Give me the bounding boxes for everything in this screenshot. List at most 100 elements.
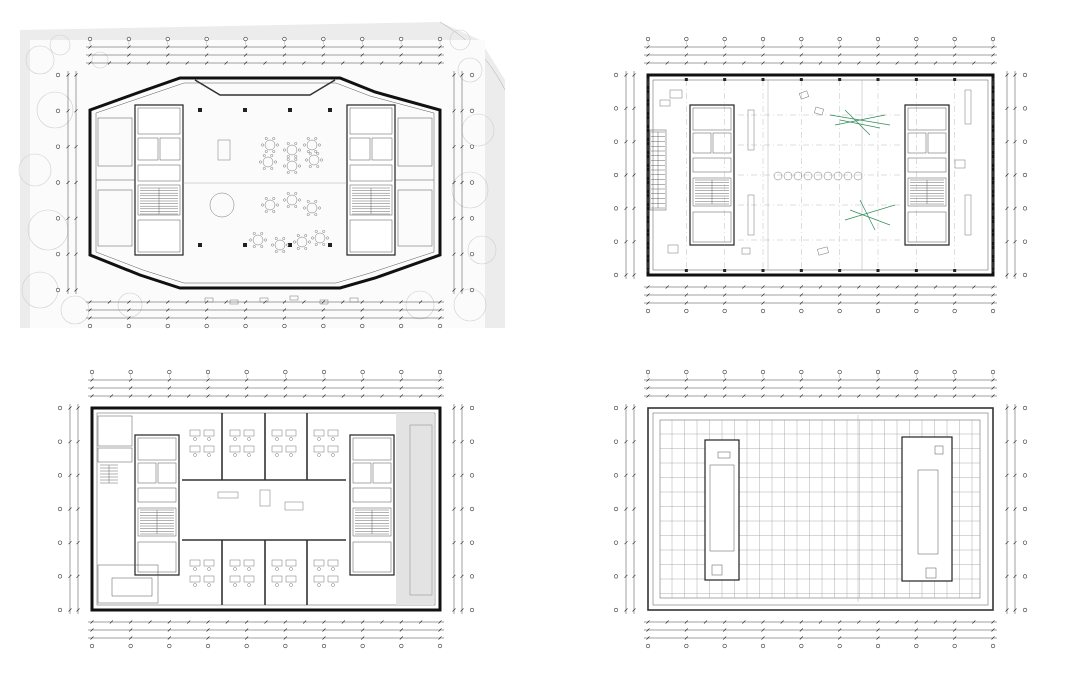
axis-bubble [126,36,131,42]
dimension-tick [321,53,326,57]
dimension-tick [646,394,650,398]
dimension-tick [624,73,628,77]
axis-bubble [760,369,766,375]
dimension-tick [632,608,636,612]
dimension-tick [1005,540,1009,545]
axis-bubble [321,369,327,375]
dimension-tick [799,620,804,624]
dimension-tick [460,252,464,256]
axis-bubble [283,643,288,649]
dimension-tick [341,620,346,624]
dimension-tick [780,61,784,65]
dimension-tick [1005,106,1009,111]
dimension-tick [1013,273,1017,277]
dimension-tick [399,45,403,49]
chair [264,197,268,200]
column [288,243,292,247]
dimension-tick [452,144,456,149]
dimension-tick [972,61,976,65]
axis-bubble [613,607,619,613]
dimension-tick [1013,106,1017,111]
dimension-tick [646,45,650,49]
dimension-tick [1013,574,1017,579]
axis-bubble [722,36,727,42]
axis-bubble [914,369,919,375]
dimension-tick [380,620,384,624]
tree-outline [451,171,489,209]
dimension-tick [127,45,131,49]
dimension-tick [66,252,70,256]
chair [305,158,308,162]
dimension-tick [204,53,209,57]
dimension-tick [991,636,995,640]
axis-bubble [722,369,727,375]
dimension-tick [799,394,804,398]
dimension-tick [322,620,326,624]
column [723,78,727,81]
dimension-tick [991,394,995,398]
axis-bubble [990,36,996,42]
chair [317,583,321,587]
chair [264,238,267,242]
core-rooms [692,107,947,243]
dimension-tick [991,301,995,305]
column [799,78,803,81]
dimension-tick [914,620,919,624]
chair [272,210,276,213]
axis-bubble [613,439,619,444]
column [991,269,995,272]
desk [285,429,297,437]
dimension-tick [321,45,326,49]
dimension-tick [452,109,456,113]
dimension-tick [321,308,326,312]
axis-bubble [875,308,881,314]
dimension-tick [857,285,861,289]
column [953,269,957,272]
chair [207,453,211,457]
dimension-tick [66,288,70,292]
dimension-tick [283,636,288,640]
chair [249,238,252,242]
dimension-tick [88,61,92,65]
axis-bubble [1022,574,1028,579]
chair [294,158,298,161]
chair [275,437,279,441]
axis-bubble [799,369,804,375]
dimension-tick [206,628,210,632]
axis-bubble [1022,139,1028,144]
dimension-tick [684,285,689,289]
dimension-tick [624,273,628,277]
dimension-tick [452,540,456,545]
chair [272,150,276,153]
dimension-tick [799,45,804,49]
chair [294,205,298,208]
chair [207,567,211,571]
chair [259,160,262,164]
axis-bubble [57,473,63,478]
axis-bubble [990,643,996,649]
dimension-tick [624,608,628,612]
axis-bubble [875,36,881,42]
dimension-tick [895,620,899,624]
desk [243,445,255,453]
dimension-tick [128,386,133,390]
axis-bubble [613,574,619,579]
reception-desk [217,139,231,161]
dimension-tick [665,61,669,65]
chair [252,232,256,235]
dimension-tick [243,45,248,49]
core-right-rooms [349,107,393,253]
dimension-tick [632,439,636,444]
chair [274,237,278,240]
dimension-tick [837,620,842,624]
chair [306,150,310,153]
loose-objects [659,90,966,256]
column [684,78,688,81]
dimension-tick [632,239,636,244]
chair [289,453,293,457]
dimension-tick [167,386,172,390]
dimension-tick [1013,608,1017,612]
dimension-tick [952,61,957,65]
dimension-tick [876,394,880,398]
dimension-tick [1013,239,1017,244]
